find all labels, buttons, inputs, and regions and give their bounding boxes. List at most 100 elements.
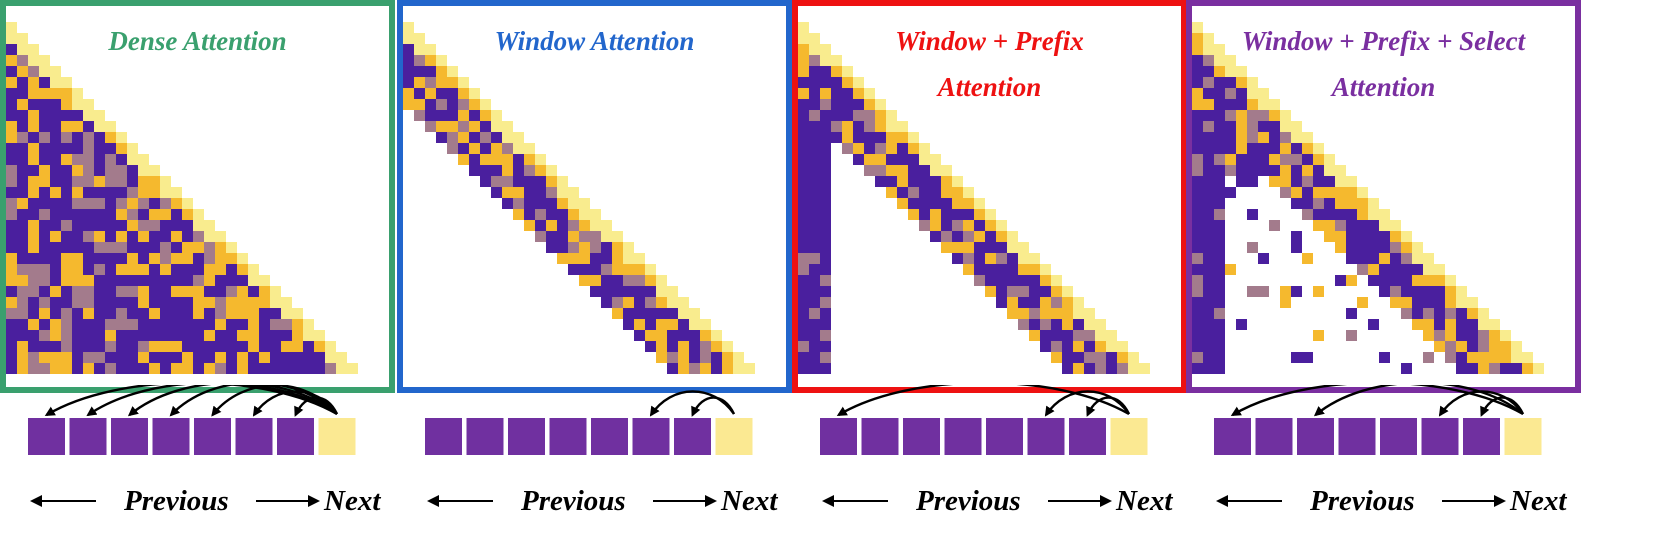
attention-cell [952, 198, 963, 209]
attention-cell [864, 99, 875, 110]
attention-cell [798, 154, 809, 165]
attention-cell [809, 66, 820, 77]
attention-cell [72, 198, 83, 209]
attention-cell [1051, 308, 1062, 319]
attention-cell [50, 198, 61, 209]
attention-cell [1423, 297, 1434, 308]
attention-cell [303, 352, 314, 363]
attention-cell [820, 253, 831, 264]
attention-cell [127, 154, 138, 165]
attention-cell [28, 231, 39, 242]
attention-cell [831, 77, 842, 88]
attention-cell [458, 110, 469, 121]
attention-cell [72, 242, 83, 253]
attention-cell [336, 352, 347, 363]
attention-cell [127, 220, 138, 231]
attention-cell [919, 176, 930, 187]
attention-cell [557, 187, 568, 198]
attention-cell [1313, 187, 1324, 198]
attention-cell [138, 198, 149, 209]
attention-cell [1269, 143, 1280, 154]
attention-cell [116, 209, 127, 220]
attention-cell [1401, 231, 1412, 242]
attention-cell [1095, 330, 1106, 341]
attention-cell [226, 242, 237, 253]
attention-cell [105, 319, 116, 330]
attention-cell [809, 33, 820, 44]
attention-cell [215, 231, 226, 242]
attention-cell [1073, 330, 1084, 341]
attention-cell [875, 110, 886, 121]
attention-cell [28, 99, 39, 110]
attention-cell [1313, 330, 1324, 341]
previous-token-block [1463, 418, 1500, 455]
previous-token-block [986, 418, 1023, 455]
attention-cell [1018, 319, 1029, 330]
attention-cell [875, 165, 886, 176]
attention-cell [1313, 176, 1324, 187]
attention-cell [160, 341, 171, 352]
right-arrow-icon [1442, 495, 1506, 507]
attention-cell [689, 308, 700, 319]
attention-cell [1335, 209, 1346, 220]
attention-cell [1346, 275, 1357, 286]
attention-cell [1029, 253, 1040, 264]
attention-cell [568, 231, 579, 242]
attention-cell [469, 99, 480, 110]
attention-cell [138, 264, 149, 275]
attention-cell [50, 286, 61, 297]
attention-cell [281, 297, 292, 308]
attention-cell [403, 55, 414, 66]
attention-cell [864, 88, 875, 99]
attention-cell [963, 231, 974, 242]
previous-label: Previous [124, 485, 229, 517]
attention-cell [292, 308, 303, 319]
attention-cell [237, 286, 248, 297]
attention-cell [1214, 297, 1225, 308]
attention-cell [17, 231, 28, 242]
attention-cell [281, 319, 292, 330]
attention-cell [1007, 275, 1018, 286]
attention-cell [1203, 33, 1214, 44]
attention-cell [1203, 99, 1214, 110]
attention-arc [252, 390, 338, 417]
attention-cell [259, 297, 270, 308]
attention-cell [842, 110, 853, 121]
attention-cell [667, 330, 678, 341]
attention-cell [39, 88, 50, 99]
attention-cell [798, 286, 809, 297]
attention-cell [414, 33, 425, 44]
attention-cell [1291, 198, 1302, 209]
attention-cell [171, 220, 182, 231]
previous-token-block [632, 418, 670, 455]
attention-cell [634, 330, 645, 341]
attention-cell [160, 297, 171, 308]
attention-cell [138, 308, 149, 319]
attention-cell [963, 187, 974, 198]
attention-cell [138, 275, 149, 286]
attention-cell [1236, 66, 1247, 77]
attention-cell [634, 253, 645, 264]
attention-cell [182, 297, 193, 308]
attention-cell [1018, 264, 1029, 275]
attention-cell [798, 253, 809, 264]
attention-cell [94, 143, 105, 154]
attention-cell [127, 308, 138, 319]
attention-cell [28, 341, 39, 352]
attention-cell [908, 154, 919, 165]
attention-cell [215, 242, 226, 253]
attention-cell [50, 99, 61, 110]
attention-cell [325, 341, 336, 352]
attention-cell [17, 319, 28, 330]
attention-cell [930, 220, 941, 231]
attention-cell [809, 154, 820, 165]
attention-cell [820, 143, 831, 154]
attention-cell [1203, 286, 1214, 297]
attention-cell [1225, 165, 1236, 176]
attention-cell [72, 143, 83, 154]
attention-cell [656, 330, 667, 341]
attention-cell [798, 66, 809, 77]
attention-cell [314, 341, 325, 352]
attention-cell [941, 220, 952, 231]
attention-cell [1236, 77, 1247, 88]
